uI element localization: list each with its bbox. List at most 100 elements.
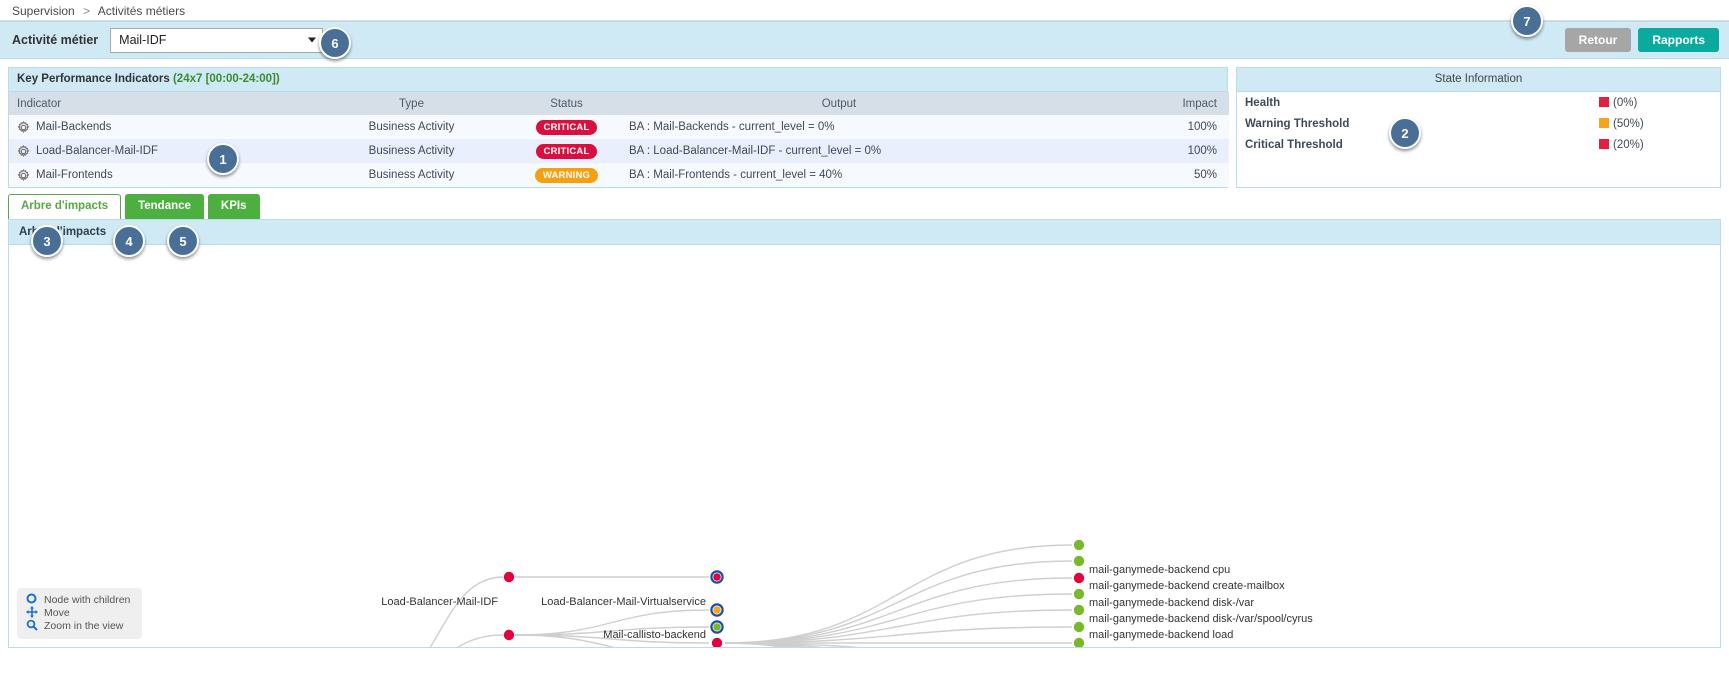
kpi-col-impact[interactable]: Impact: [1049, 92, 1229, 115]
panels-row: Key Performance Indicators (24x7 [00:00-…: [0, 59, 1729, 188]
tree-node-label-l2-0[interactable]: Load-Balancer-Mail-Virtualservice: [541, 595, 706, 608]
callout-5: 5: [167, 225, 199, 257]
kpi-col-status[interactable]: Status: [504, 92, 629, 115]
status-badge: CRITICAL: [535, 143, 598, 159]
reports-button[interactable]: Rapports: [1638, 28, 1719, 52]
breadcrumb-root[interactable]: Supervision: [12, 4, 75, 18]
kpi-indicator-label[interactable]: Load-Balancer-Mail-IDF: [36, 145, 159, 157]
kpi-cell-output: BA : Mail-Frontends - current_level = 40…: [629, 163, 1049, 187]
tab-0[interactable]: Arbre d'impacts: [8, 194, 122, 219]
kpi-cell-impact: 50%: [1049, 163, 1229, 187]
gear-icon: [17, 144, 30, 158]
state-row: Critical Threshold(20%): [1237, 134, 1720, 155]
toolbar: Activité métier Mail-IDF Retour Rapports: [0, 21, 1729, 59]
legend-label-move: Move: [44, 607, 70, 619]
breadcrumb: Supervision > Activités métiers: [0, 0, 1729, 21]
kpi-cell-type: Business Activity: [319, 115, 504, 139]
kpi-col-indicator[interactable]: Indicator: [9, 92, 319, 115]
tree-node-l3-0[interactable]: [1073, 539, 1085, 550]
breadcrumb-separator: >: [83, 4, 91, 18]
kpi-row[interactable]: Load-Balancer-Mail-IDF Business Activity C…: [9, 139, 1229, 163]
state-information-table: Health(0%)Warning Threshold(50%)Critical…: [1237, 92, 1720, 155]
kpi-table: Indicator Type Status Output Impact Mail…: [9, 92, 1229, 187]
tree-node-label-l2-2[interactable]: Mail-europa-backend: [9, 646, 706, 647]
kpi-cell-indicator: Mail-Frontends: [9, 163, 319, 187]
kpi-cell-status: CRITICAL: [504, 115, 629, 139]
state-key: Health: [1245, 96, 1281, 109]
kpi-row[interactable]: Mail-Backends Business Activity CRITICAL BA…: [9, 115, 1229, 139]
kpi-panel-header: Key Performance Indicators (24x7 [00:00-…: [9, 68, 1227, 92]
tree-node-l2-1[interactable]: [710, 602, 724, 617]
tree-node-label-l3-0[interactable]: mail-ganymede-backend cpu: [1089, 563, 1231, 576]
callout-1: 1: [207, 143, 239, 175]
tree-node-l3-4[interactable]: [1073, 604, 1085, 615]
callout-2: 2: [1389, 117, 1421, 149]
back-button[interactable]: Retour: [1564, 28, 1632, 52]
status-badge: CRITICAL: [535, 119, 598, 135]
kpi-cell-impact: 100%: [1049, 139, 1229, 163]
state-value: (50%): [1613, 117, 1644, 130]
kpi-cell-type: Business Activity: [319, 163, 504, 187]
tree-node-l2-0[interactable]: [710, 569, 724, 584]
tree-node-label-l3-4[interactable]: mail-ganymede-backend load: [1089, 628, 1234, 641]
kpi-col-output[interactable]: Output: [629, 92, 1049, 115]
kpi-title: Key Performance Indicators: [17, 73, 170, 85]
tree-node-l2-2[interactable]: [710, 619, 724, 634]
kpi-header-row: Indicator Type Status Output Impact: [9, 92, 1229, 115]
state-value-cell: (50%): [1598, 113, 1720, 134]
tree-node-l1-1[interactable]: [503, 629, 515, 640]
tree-node-l3-3[interactable]: [1073, 588, 1085, 599]
tree-node-label-l3-5[interactable]: mail-ganymede-backend log-mailbox-corrup…: [1089, 646, 1319, 647]
circle-outline-icon: [25, 593, 38, 607]
state-row: Health (0%): [1237, 92, 1720, 113]
move-icon: [25, 605, 38, 621]
tree-node-label-l2-1[interactable]: Mail-callisto-backend: [603, 628, 706, 641]
magnifier-icon: [25, 619, 38, 634]
activity-select[interactable]: Mail-IDF: [110, 27, 324, 53]
chevron-down-icon: [308, 37, 317, 43]
tree-node-label-l1-0[interactable]: Load-Balancer-Mail-IDF: [381, 595, 498, 608]
legend-item-move: Move: [25, 605, 134, 621]
kpi-period: (24x7 [00:00-24:00]): [172, 73, 280, 85]
kpi-indicator-label[interactable]: Mail-Frontends: [36, 169, 113, 181]
toolbar-actions: Retour Rapports: [1564, 28, 1719, 52]
kpi-panel: Key Performance Indicators (24x7 [00:00-…: [8, 67, 1229, 188]
status-color-swatch: [1599, 117, 1609, 128]
tree-node-label-l3-2[interactable]: mail-ganymede-backend disk-/var: [1089, 596, 1255, 609]
callout-3: 3: [31, 225, 63, 257]
kpi-cell-status: WARNING: [504, 163, 629, 187]
tree-node-l3-6[interactable]: [1073, 637, 1085, 647]
tab-1[interactable]: Tendance: [125, 194, 204, 219]
state-information-title: State Information: [1237, 68, 1720, 92]
kpi-row[interactable]: Mail-Frontends Business Activity WARNING BA…: [9, 163, 1229, 187]
breadcrumb-current[interactable]: Activités métiers: [97, 4, 186, 18]
status-badge: WARNING: [534, 167, 599, 183]
tree-node-label-l3-3[interactable]: mail-ganymede-backend disk-/var/spool/cy…: [1089, 612, 1313, 625]
kpi-col-type[interactable]: Type: [319, 92, 504, 115]
gear-icon: [17, 168, 30, 182]
kpi-cell-impact: 100%: [1049, 115, 1229, 139]
tree-node-l1-0[interactable]: [503, 571, 515, 582]
kpi-cell-type: Business Activity: [319, 139, 504, 163]
tree-node-l3-2[interactable]: [1073, 572, 1085, 583]
tree-node-l3-5[interactable]: [1073, 621, 1085, 632]
impact-tree-canvas[interactable]: Mail-IDFLoad-Balancer-Mail-IDFMail-Backe…: [9, 245, 1720, 647]
activity-select-value: Mail-IDF: [119, 33, 167, 47]
tab-2[interactable]: KPIs: [207, 194, 260, 219]
kpi-cell-output: BA : Mail-Backends - current_level = 0%: [629, 115, 1049, 139]
kpi-indicator-label[interactable]: Mail-Backends: [36, 121, 112, 133]
state-information-panel: State Information Health(0%)Warning Thre…: [1236, 67, 1721, 188]
kpi-cell-indicator: Mail-Backends: [9, 115, 319, 139]
kpi-cell-indicator: Load-Balancer-Mail-IDF: [9, 139, 319, 163]
legend-item-node: Node with children: [25, 593, 134, 607]
tree-node-l3-1[interactable]: [1073, 555, 1085, 566]
impact-tree-title: Arbre d'impacts: [9, 219, 1720, 245]
kpi-cell-output: BA : Load-Balancer-Mail-IDF - current_le…: [629, 139, 1049, 163]
state-key: Critical Threshold: [1245, 138, 1343, 151]
tree-node-label-l3-1[interactable]: mail-ganymede-backend create-mailbox: [1089, 579, 1285, 592]
state-value: (0%): [1613, 96, 1638, 109]
callout-4: 4: [113, 225, 145, 257]
tree-node-l2-3[interactable]: [711, 637, 723, 647]
activity-label: Activité métier: [12, 33, 99, 47]
